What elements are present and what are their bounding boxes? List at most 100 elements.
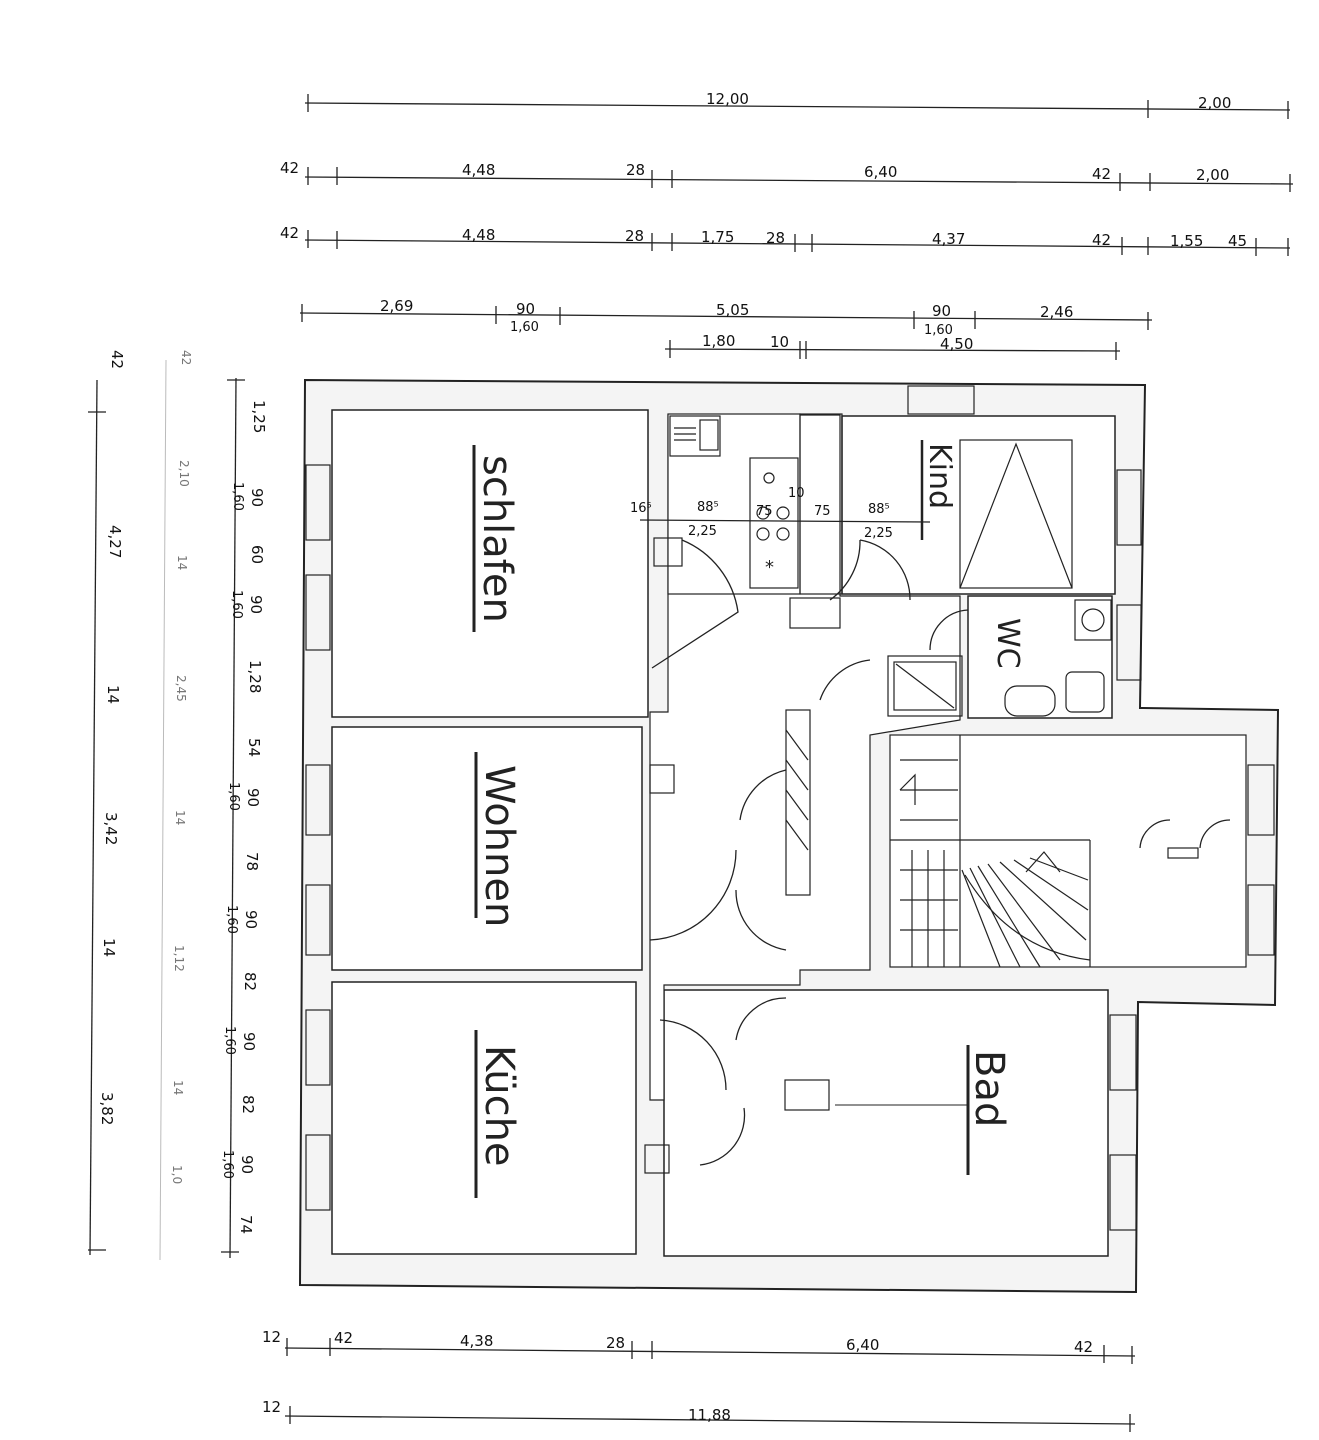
- stairwell: [889, 734, 1247, 968]
- dim-left-14a: 14: [104, 685, 122, 704]
- dim-r3-45: 45: [1228, 232, 1247, 250]
- building: * 16⁵ 88⁵ 2,25 75 75 10 88⁵ 2,25: [298, 378, 1280, 1294]
- dim-r5-1-80: 1,80: [702, 332, 735, 350]
- dim-inner-2-25b: 2,25: [864, 526, 893, 541]
- wash-basin: [1004, 685, 1056, 717]
- dim-r3-4-48: 4,48: [462, 226, 495, 244]
- room-wohnen-area: [331, 726, 643, 971]
- chimney: [785, 709, 811, 896]
- room-label-kueche: Küche: [476, 1045, 522, 1167]
- dim-faint-1-0: 1,0: [170, 1165, 184, 1184]
- dim-faint-14b: 14: [173, 810, 187, 825]
- dim-c3-90c: 90: [244, 788, 262, 807]
- dim-r4-90a: 90: [516, 300, 535, 318]
- dim-r2-28: 28: [626, 161, 645, 179]
- dim-c3-60: 60: [248, 545, 266, 564]
- dim-r4-2-69: 2,69: [380, 297, 413, 315]
- dim-c3-1-60c: 1,60: [226, 782, 241, 811]
- dim-r3-1-55: 1,55: [1170, 232, 1203, 250]
- dim-c3-1-25: 1,25: [250, 400, 268, 433]
- room-label-bad: Bad: [966, 1050, 1012, 1127]
- dim-bottom-42b: 42: [1074, 1338, 1093, 1356]
- dim-inner-88-5b: 88⁵: [868, 502, 890, 517]
- dim-r5-4-50: 4,50: [940, 335, 973, 353]
- dim-r4-90b: 90: [932, 302, 951, 320]
- dim-c3-1-60b: 1,60: [229, 590, 244, 619]
- dim-c3-90f: 90: [238, 1155, 256, 1174]
- room-kueche-area: [331, 981, 637, 1255]
- dim-faint-14c: 14: [171, 1080, 185, 1095]
- room-wc-area: [967, 595, 1113, 719]
- stair-treads: [899, 759, 1091, 968]
- dim-inner-2-25a: 2,25: [688, 524, 717, 539]
- shower: [887, 655, 963, 717]
- dim-left-14b: 14: [100, 938, 118, 957]
- left-dimensions: 42 4,27 14 3,42 14 3,82 42 2,10 14 2,45 …: [88, 350, 268, 1261]
- dim-c3-1-60a: 1,60: [230, 482, 245, 511]
- dim-bottom-28: 28: [606, 1334, 625, 1352]
- dim-bottom-11-88: 11,88: [688, 1406, 731, 1424]
- dim-c3-78: 78: [243, 852, 261, 871]
- dim-bottom-42a: 42: [334, 1329, 353, 1347]
- dim-left-3-42: 3,42: [102, 812, 120, 845]
- dim-top-12-00: 12,00: [706, 90, 749, 108]
- dim-r2-42a: 42: [280, 159, 299, 177]
- dim-r3-4-37: 4,37: [932, 230, 965, 248]
- kitchenette: [667, 413, 801, 595]
- dim-left-4-27: 4,27: [106, 525, 124, 558]
- doors: [649, 539, 969, 1166]
- dim-inner-75a: 75: [756, 504, 773, 519]
- dim-inner-88-5a: 88⁵: [697, 500, 719, 515]
- dim-inner-16-5: 16⁵: [630, 501, 652, 516]
- room-labels: schlafen Wohnen Küche Bad Kind WC: [474, 443, 1025, 1167]
- dim-r3-1-75: 1,75: [701, 228, 734, 246]
- dim-r3-28b: 28: [766, 229, 785, 247]
- dim-r3-28a: 28: [625, 227, 644, 245]
- dim-r3-42a: 42: [280, 224, 299, 242]
- toilet: [1065, 671, 1105, 713]
- dim-left-3-82: 3,82: [98, 1092, 116, 1125]
- dim-left-42: 42: [108, 350, 126, 369]
- room-kind-area: [841, 415, 1116, 595]
- dim-c3-90e: 90: [240, 1032, 258, 1051]
- dim-r4-2-46: 2,46: [1040, 303, 1073, 321]
- dim-r3-42b: 42: [1092, 231, 1111, 249]
- dim-c3-54: 54: [245, 738, 263, 757]
- bed: [959, 439, 1073, 589]
- dim-inner-10: 10: [788, 486, 805, 501]
- dim-c3-90a: 90: [248, 488, 266, 507]
- dim-r2-2-00: 2,00: [1196, 166, 1229, 184]
- room-label-wohnen: Wohnen: [476, 765, 522, 927]
- dim-c3-90b: 90: [247, 595, 265, 614]
- bottom-dimensions: 12 42 4,38 28 6,40 42 12 11,88: [262, 1328, 1136, 1432]
- dim-faint-42: 42: [179, 350, 193, 365]
- dim-c3-1-60d: 1,60: [224, 905, 239, 934]
- room-label-schlafen: schlafen: [474, 455, 520, 623]
- room-bad-area: [663, 989, 1109, 1257]
- dim-bottom-4-38: 4,38: [460, 1332, 493, 1350]
- top-dimensions: 12,00 2,00 42 4,48 28 6,40 42 2,00 42 4,…: [280, 90, 1294, 360]
- windows: [305, 385, 1275, 1231]
- dim-c3-74: 74: [237, 1215, 255, 1234]
- dim-bottom-12b: 12: [262, 1398, 281, 1416]
- svg-text:*: *: [765, 557, 774, 578]
- dim-r2-42b: 42: [1092, 165, 1111, 183]
- room-schlafen-area: [331, 409, 649, 718]
- room-label-wc: WC: [990, 618, 1025, 669]
- dim-bottom-12a: 12: [262, 1328, 281, 1346]
- dim-faint-2-10: 2,10: [177, 460, 191, 487]
- dim-c3-1-60e: 1,60: [222, 1026, 237, 1055]
- dim-inner-75b: 75: [814, 504, 831, 519]
- dim-r4-1-60a: 1,60: [510, 320, 539, 335]
- dim-faint-1-12: 1,12: [172, 945, 186, 972]
- dim-c3-82b: 82: [239, 1095, 257, 1114]
- dim-c3-90d: 90: [242, 910, 260, 929]
- dim-r2-4-48: 4,48: [462, 161, 495, 179]
- dim-top-2-00: 2,00: [1198, 94, 1231, 112]
- dim-c3-82a: 82: [241, 972, 259, 991]
- dim-c3-1-28: 1,28: [246, 660, 264, 693]
- dim-bottom-6-40: 6,40: [846, 1336, 879, 1354]
- dim-r2-6-40: 6,40: [864, 163, 897, 181]
- dim-r4-1-60b: 1,60: [924, 323, 953, 338]
